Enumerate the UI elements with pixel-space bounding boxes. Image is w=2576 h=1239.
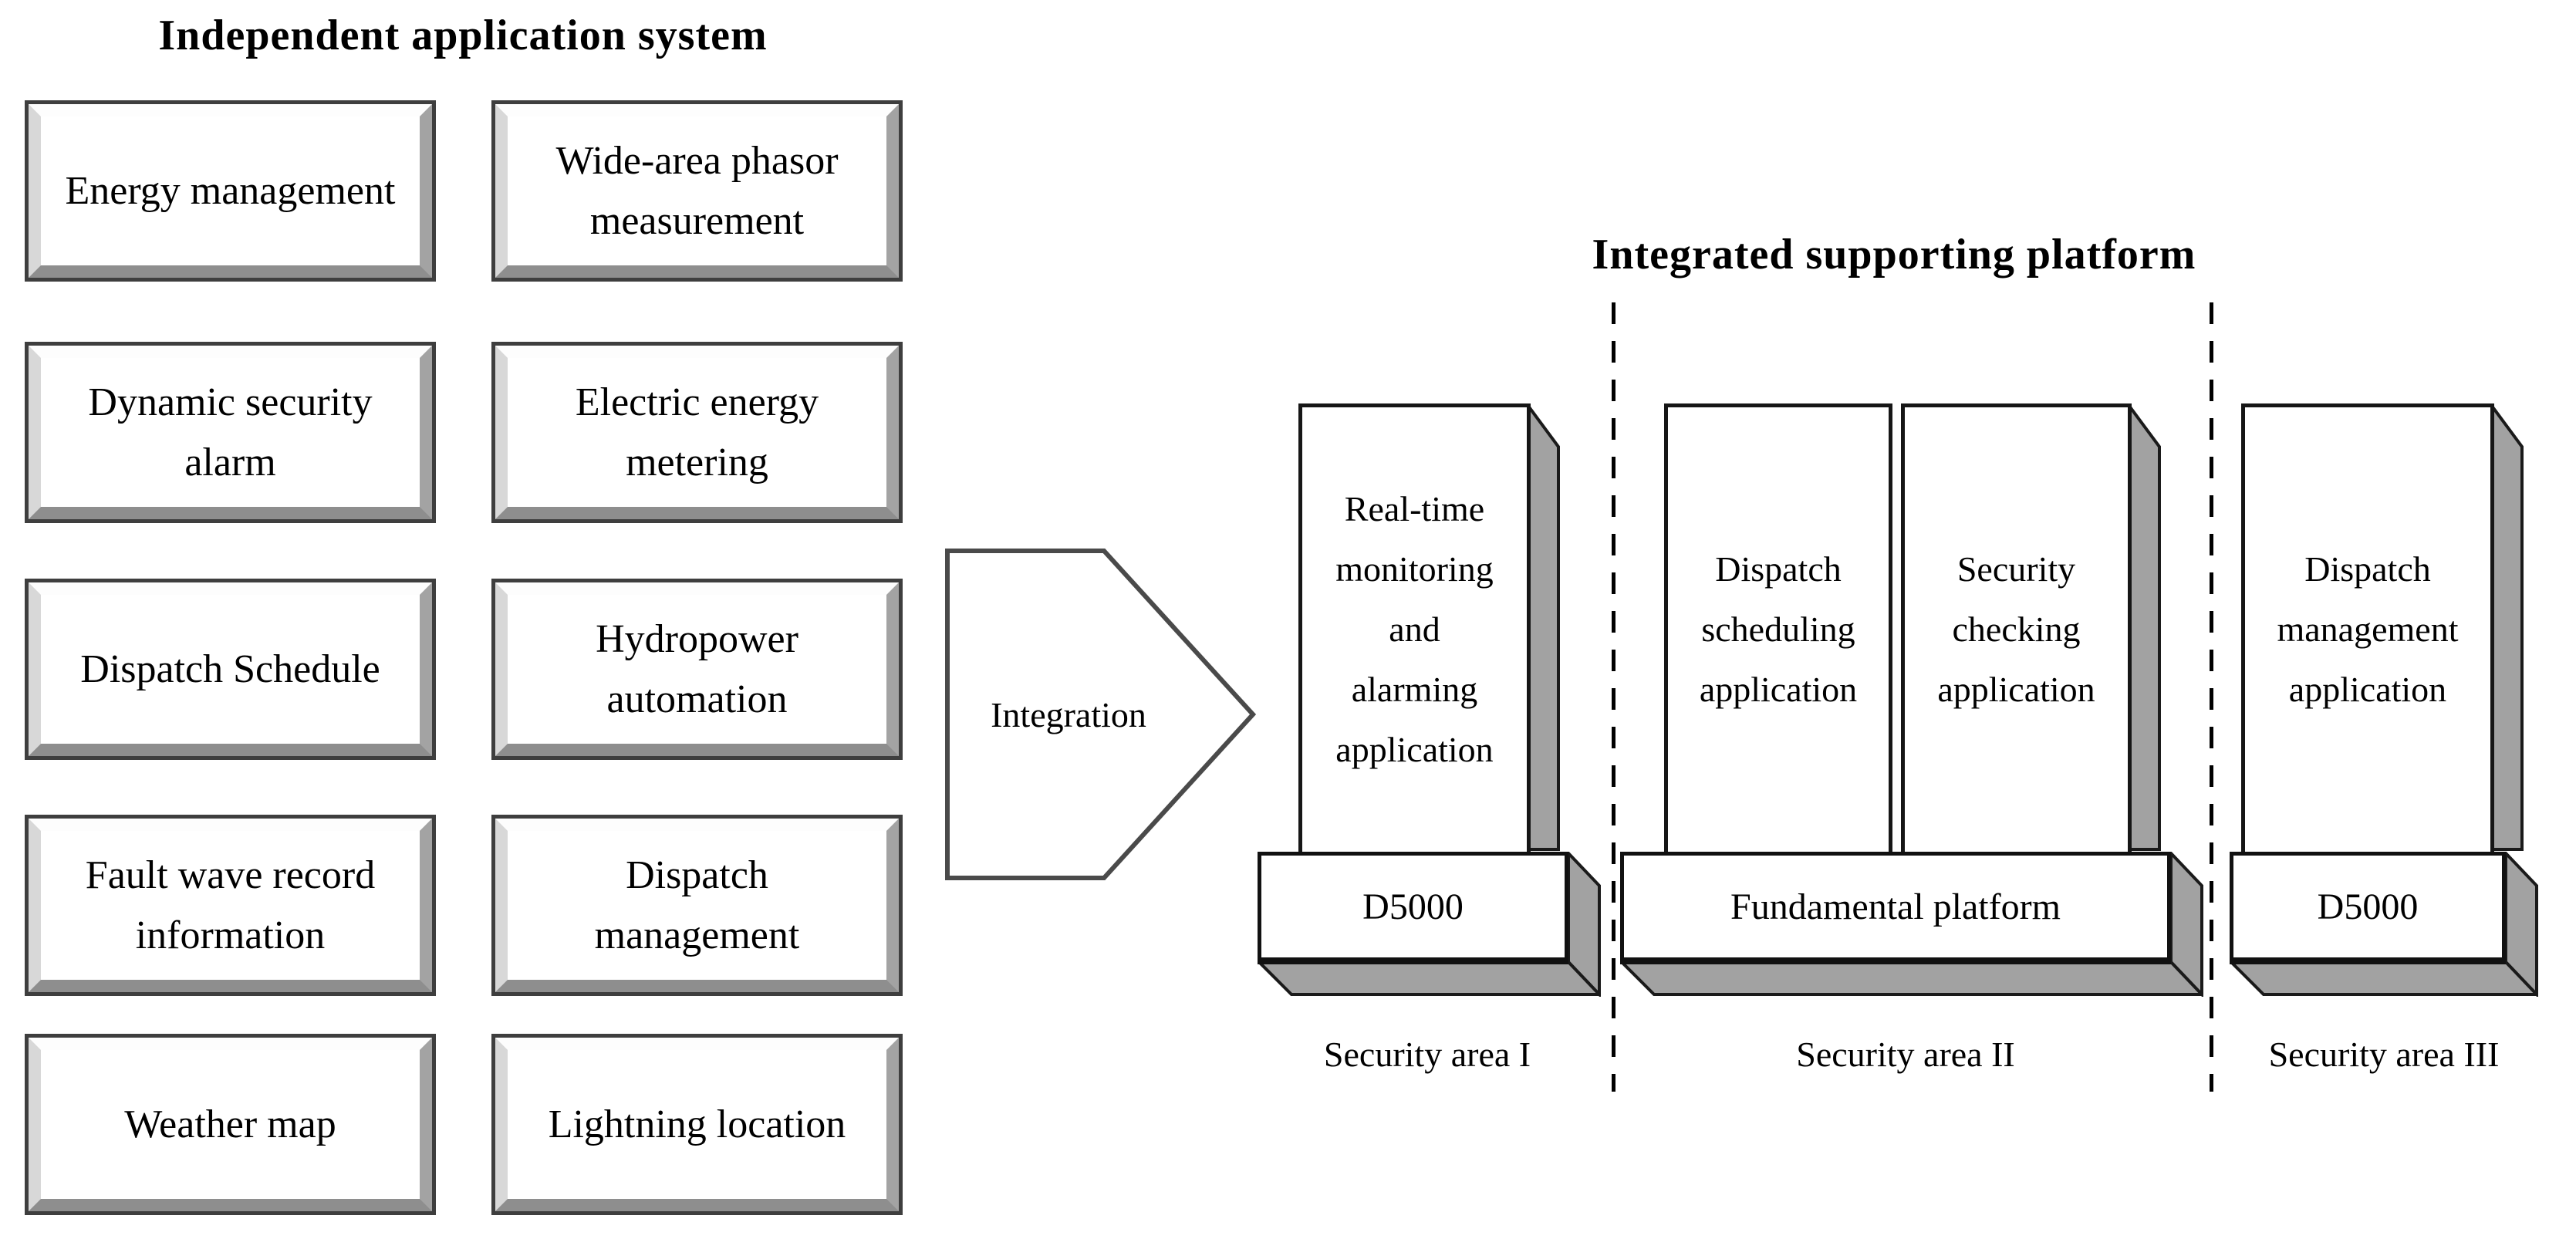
security-area-3-label: Security area III: [2268, 1034, 2500, 1074]
platform-d5000-area1: D5000: [1258, 852, 1568, 964]
integration-arrow-shape: [945, 549, 1256, 880]
box-hydropower-automation: Hydropower automation: [491, 579, 903, 760]
integration-arrow-label: Integration: [991, 694, 1146, 734]
platform-depth: [2230, 852, 2538, 997]
box-bevel: [29, 582, 432, 756]
box-bevel: [495, 819, 899, 992]
box-wide-area-phasor-measurement: Wide-area phasor measurement: [491, 100, 903, 282]
tower-security-checking: Security checking application: [1901, 403, 2132, 856]
platform-fundamental: Fundamental platform: [1620, 852, 2171, 964]
box-label: Lightning location: [508, 1050, 886, 1199]
box-bevel: [29, 819, 432, 992]
box-label: Electric energy metering: [508, 358, 886, 507]
box-label: Dispatch Schedule: [41, 595, 420, 744]
box-dispatch-management: Dispatch management: [491, 815, 903, 996]
box-label: Fault wave record information: [41, 831, 420, 980]
tower-dispatch-scheduling: Dispatch scheduling application: [1664, 403, 1892, 856]
box-dispatch-schedule: Dispatch Schedule: [25, 579, 436, 760]
box-label: Hydropower automation: [508, 595, 886, 744]
box-label: Dispatch management: [508, 831, 886, 980]
box-bevel: [495, 104, 899, 278]
tower-side-panel: [2128, 403, 2161, 851]
box-bevel: [29, 1038, 432, 1211]
box-dynamic-security-alarm: Dynamic security alarm: [25, 342, 436, 523]
tower-real-time-monitoring: Real-time monitoring and alarming applic…: [1298, 403, 1531, 856]
security-area-divider-1: [1612, 302, 1615, 1092]
box-bevel: [29, 346, 432, 519]
security-area-divider-2: [2210, 302, 2213, 1092]
box-electric-energy-metering: Electric energy metering: [491, 342, 903, 523]
tower-side-panel: [2490, 403, 2524, 851]
box-label: Energy management: [41, 116, 420, 265]
box-bevel: [495, 1038, 899, 1211]
box-bevel: [29, 104, 432, 278]
box-bevel: [495, 582, 899, 756]
box-lightning-location: Lightning location: [491, 1034, 903, 1215]
box-label: Weather map: [41, 1050, 420, 1199]
tower-dispatch-management: Dispatch management application: [2241, 403, 2494, 856]
box-label: Dynamic security alarm: [41, 358, 420, 507]
tower-side-panel: [1527, 403, 1560, 851]
box-weather-map: Weather map: [25, 1034, 436, 1215]
security-area-1-label: Security area I: [1323, 1034, 1531, 1074]
box-label: Wide-area phasor measurement: [508, 116, 886, 265]
left-section-title: Independent application system: [158, 12, 768, 59]
box-fault-wave-record-information: Fault wave record information: [25, 815, 436, 996]
security-area-2-label: Security area II: [1796, 1034, 2015, 1074]
box-energy-management: Energy management: [25, 100, 436, 282]
box-bevel: [495, 346, 899, 519]
platform-d5000-area3: D5000: [2230, 852, 2506, 964]
right-section-title: Integrated supporting platform: [1592, 231, 2196, 279]
